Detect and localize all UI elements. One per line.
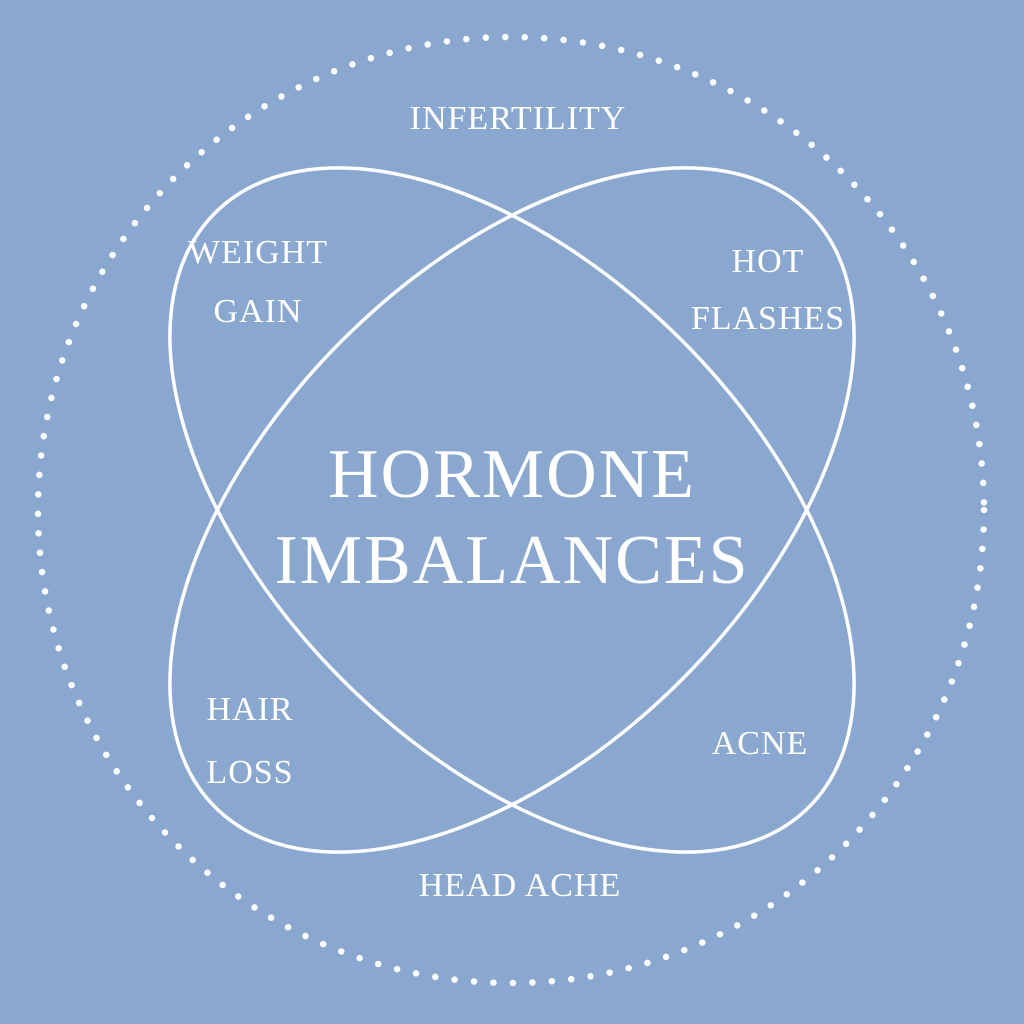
loss-text: LOSS bbox=[206, 754, 294, 791]
symptom-infertility: INFERTILITY bbox=[0, 102, 1024, 136]
symptom-acne: ACNE bbox=[660, 727, 860, 761]
acne-text: ACNE bbox=[711, 725, 809, 762]
gain-text: GAIN bbox=[213, 293, 303, 330]
symptom-weight-gain: WEIGHT GAIN bbox=[158, 236, 358, 329]
flashes-text: FLASHES bbox=[690, 300, 846, 337]
head-ache-text: HEAD ACHE bbox=[418, 867, 622, 904]
symptom-hot-flashes: HOT FLASHES bbox=[668, 245, 868, 336]
center-title: HORMONE IMBALANCES bbox=[0, 440, 1024, 596]
title-line-1: HORMONE bbox=[328, 436, 696, 513]
hair-text: HAIR bbox=[206, 691, 294, 728]
hot-text: HOT bbox=[731, 243, 805, 280]
title-line-2: IMBALANCES bbox=[274, 522, 750, 599]
lobe-diagonal-down bbox=[168, 166, 856, 854]
symptom-infertility-text: INFERTILITY bbox=[409, 100, 627, 137]
weight-text: WEIGHT bbox=[187, 234, 329, 271]
symptom-head-ache: HEAD ACHE bbox=[0, 869, 1024, 903]
symptom-hair-loss: HAIR LOSS bbox=[150, 693, 350, 790]
lobe-diagonal-up bbox=[168, 166, 856, 854]
dotted-outer-circle bbox=[34, 33, 988, 987]
